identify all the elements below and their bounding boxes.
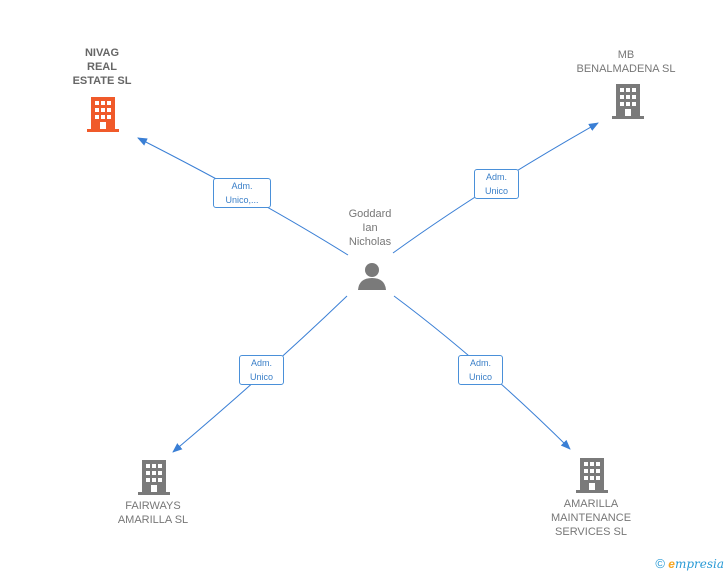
brand-logo-text: mpresia bbox=[674, 557, 724, 571]
building-icon[interactable] bbox=[576, 458, 608, 493]
footer-brand: © empresia bbox=[655, 556, 724, 571]
building-icon[interactable] bbox=[87, 97, 119, 132]
building-icon[interactable] bbox=[138, 460, 170, 495]
person-name: Goddard Ian Nicholas bbox=[348, 208, 392, 248]
company-name-amarilla[interactable]: AMARILLA MAINTENANCE SERVICES SL bbox=[550, 498, 632, 538]
company-name-fairways[interactable]: FAIRWAYS AMARILLA SL bbox=[117, 500, 189, 526]
brand-logo-initial: e bbox=[668, 557, 675, 571]
company-name-mb[interactable]: MB BENALMADENA SL bbox=[576, 49, 676, 75]
copyright-icon: © bbox=[655, 556, 665, 571]
person-icon[interactable] bbox=[357, 261, 387, 291]
relation-label-nivag[interactable]: Adm. Unico,... bbox=[213, 178, 271, 208]
relation-label-mb[interactable]: Adm. Unico bbox=[474, 169, 519, 199]
building-icon[interactable] bbox=[612, 84, 644, 119]
relation-label-amarilla[interactable]: Adm. Unico bbox=[458, 355, 503, 385]
company-name-nivag[interactable]: NIVAG REAL ESTATE SL bbox=[72, 47, 132, 87]
relation-label-fairways[interactable]: Adm. Unico bbox=[239, 355, 284, 385]
